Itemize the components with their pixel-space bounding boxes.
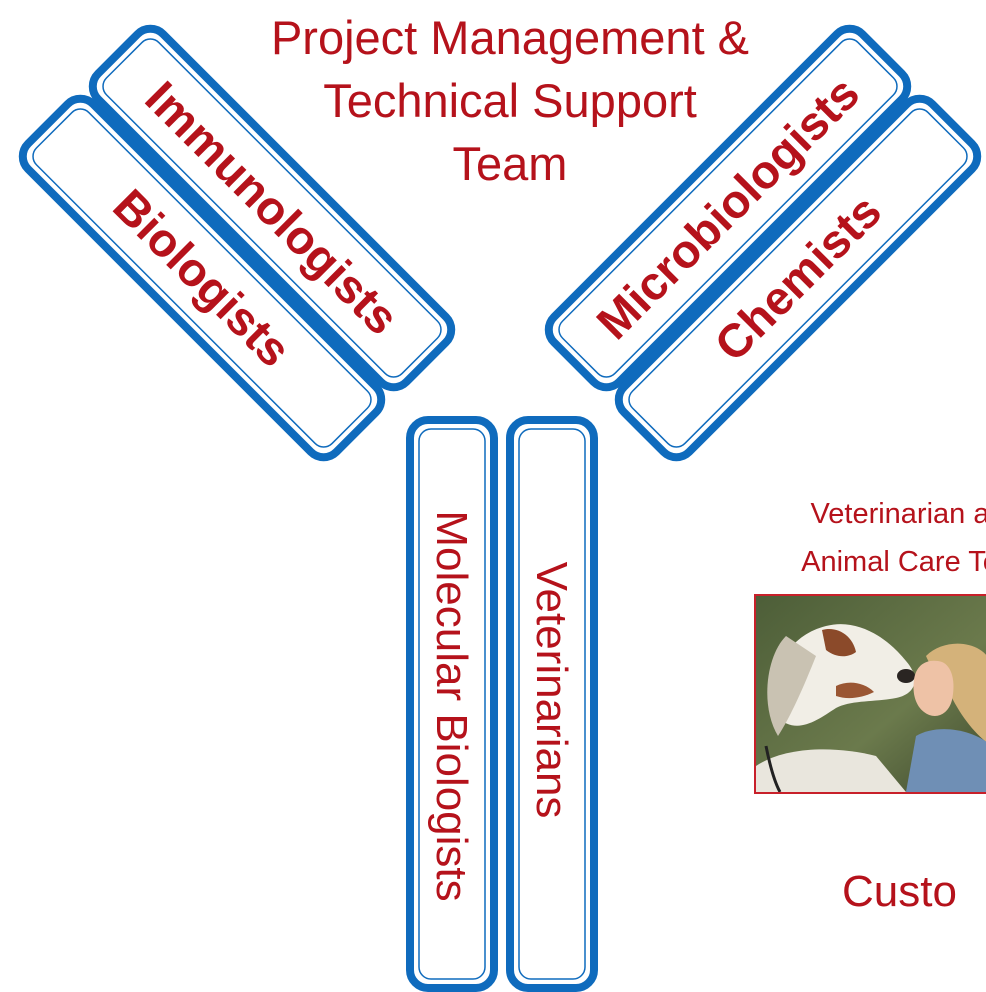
vet-team-line-1: Veterinarian a [810,498,986,530]
customer-label: Custo [842,867,957,916]
stem-right: Veterinarians [506,416,598,992]
stem-right-label: Veterinarians [527,562,576,819]
vet-team-caption: Veterinarian a Animal Care Te [690,490,986,586]
vet-team-line-2: Animal Care Te [801,546,986,578]
stem-left-label: Molecular Biologists [427,510,476,901]
goat-and-woman-photo [754,594,986,794]
team-title-line-2: Technical Support [323,74,697,127]
stem-left: Molecular Biologists [406,416,498,992]
team-title-line-1: Project Management & [270,11,750,64]
team-title-line-3: Team [452,137,568,190]
team-title: Project Management & Technical Support T… [180,6,840,195]
